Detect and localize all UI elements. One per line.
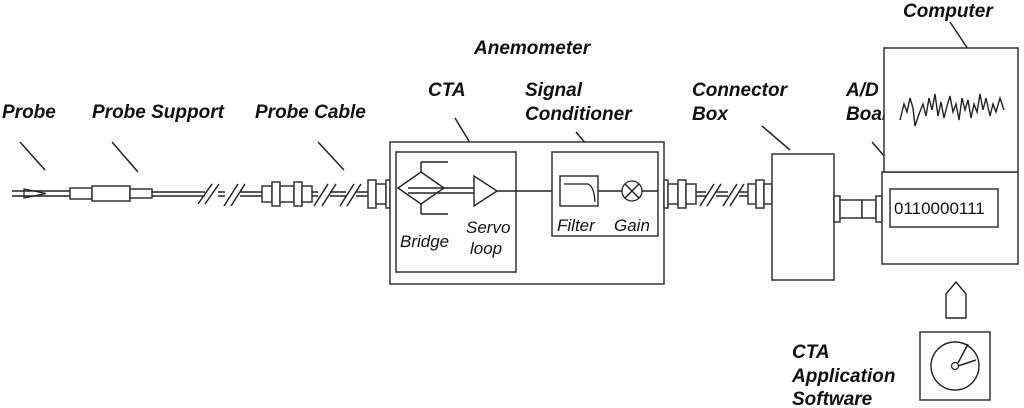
software-software-label: Software [792, 389, 873, 408]
software-dial-icon [919, 331, 991, 401]
ad-label: A/D [845, 80, 879, 101]
anemometer-input-connector [367, 179, 391, 209]
probe-cable-label: Probe Cable [255, 102, 366, 123]
filter-label: Filter [557, 216, 596, 235]
probe-label: Probe [2, 102, 56, 123]
probe [12, 188, 70, 199]
ad-readout: 0110000111 [894, 199, 985, 218]
bridge-icon [396, 161, 474, 215]
software-application-label: Application [791, 366, 895, 387]
up-arrow-icon [945, 280, 967, 319]
conditioner-label: Conditioner [525, 104, 633, 125]
signal-label: Signal [525, 80, 583, 101]
cta-label: CTA [428, 80, 466, 101]
probe-support-label: Probe Support [92, 102, 225, 123]
loop-label: loop [470, 239, 502, 258]
computer-monitor [883, 47, 1019, 173]
filter-icon [559, 175, 599, 207]
cta-box [395, 151, 517, 273]
software-cta-label: CTA [792, 342, 830, 363]
anemometer-label: Anemometer [473, 38, 592, 59]
probe-support [69, 185, 205, 202]
gain-icon [621, 180, 643, 202]
box-label: Box [692, 104, 729, 125]
connector-box [771, 153, 835, 281]
gain-label: Gain [614, 216, 650, 235]
servo-label: Servo [466, 218, 510, 237]
computer-label: Computer [903, 1, 994, 22]
probe-cable [197, 181, 368, 207]
ad-readout-frame [889, 188, 999, 228]
bridge-label: Bridge [400, 232, 449, 251]
servo-amplifier-icon [473, 174, 499, 208]
anemometer-output-connector [663, 179, 773, 209]
connector-label: Connector [692, 80, 789, 101]
ad-cable [833, 195, 883, 223]
signal-waveform [899, 93, 1005, 127]
